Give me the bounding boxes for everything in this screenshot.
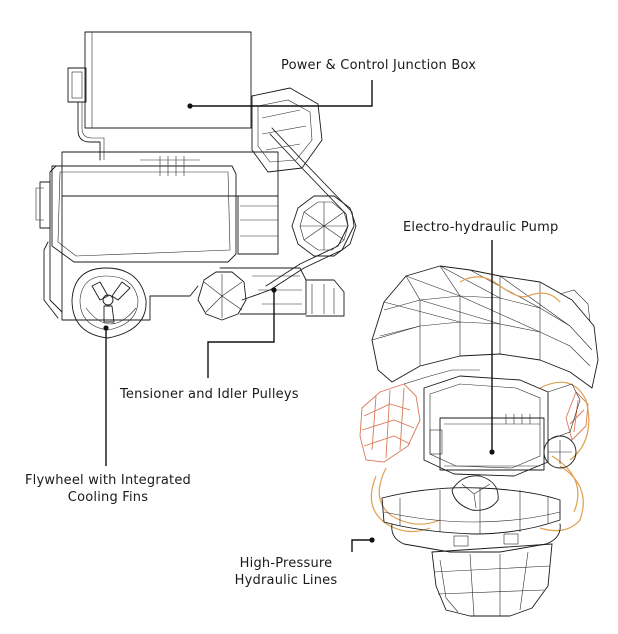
callout-flywheel-line1: Flywheel with Integrated <box>25 473 191 488</box>
callout-hydraulic-line1: High-Pressure <box>239 556 333 571</box>
leader-hydraulic-lines <box>351 537 375 552</box>
callout-flywheel-line2: Cooling Fins <box>67 490 149 505</box>
lower-housing <box>431 543 553 617</box>
pump-body <box>403 369 581 511</box>
callout-hydraulic-lines: High-Pressure Hydraulic Lines <box>216 555 356 589</box>
leader-pulleys <box>207 287 277 378</box>
leader-pump <box>489 240 495 455</box>
junction-box <box>67 31 252 161</box>
tensioner-pulley-upper <box>291 195 357 257</box>
upper-pulley-housing <box>251 87 323 173</box>
hydraulic-hose-left-flank <box>359 383 589 463</box>
pump-assembly-iso-view <box>359 265 599 617</box>
callout-pump: Electro-hydraulic Pump <box>403 220 559 235</box>
leader-flywheel <box>103 325 109 466</box>
callout-pulleys: Tensioner and Idler Pulleys <box>120 387 299 402</box>
base-ring <box>381 487 561 553</box>
flywheel <box>71 267 147 339</box>
idler-pulley-lower <box>197 271 247 321</box>
callout-hydraulic-line2: Hydraulic Lines <box>234 573 338 588</box>
callout-flywheel: Flywheel with Integrated Cooling Fins <box>8 472 208 506</box>
drive-belt <box>241 127 355 301</box>
leader-junction-box <box>187 80 373 109</box>
hydraulic-hose-orange <box>370 276 590 533</box>
upper-shell <box>371 265 599 389</box>
main-block <box>35 151 345 321</box>
engine-assembly-side-view <box>35 31 357 339</box>
callout-junction-box: Power & Control Junction Box <box>281 58 477 73</box>
